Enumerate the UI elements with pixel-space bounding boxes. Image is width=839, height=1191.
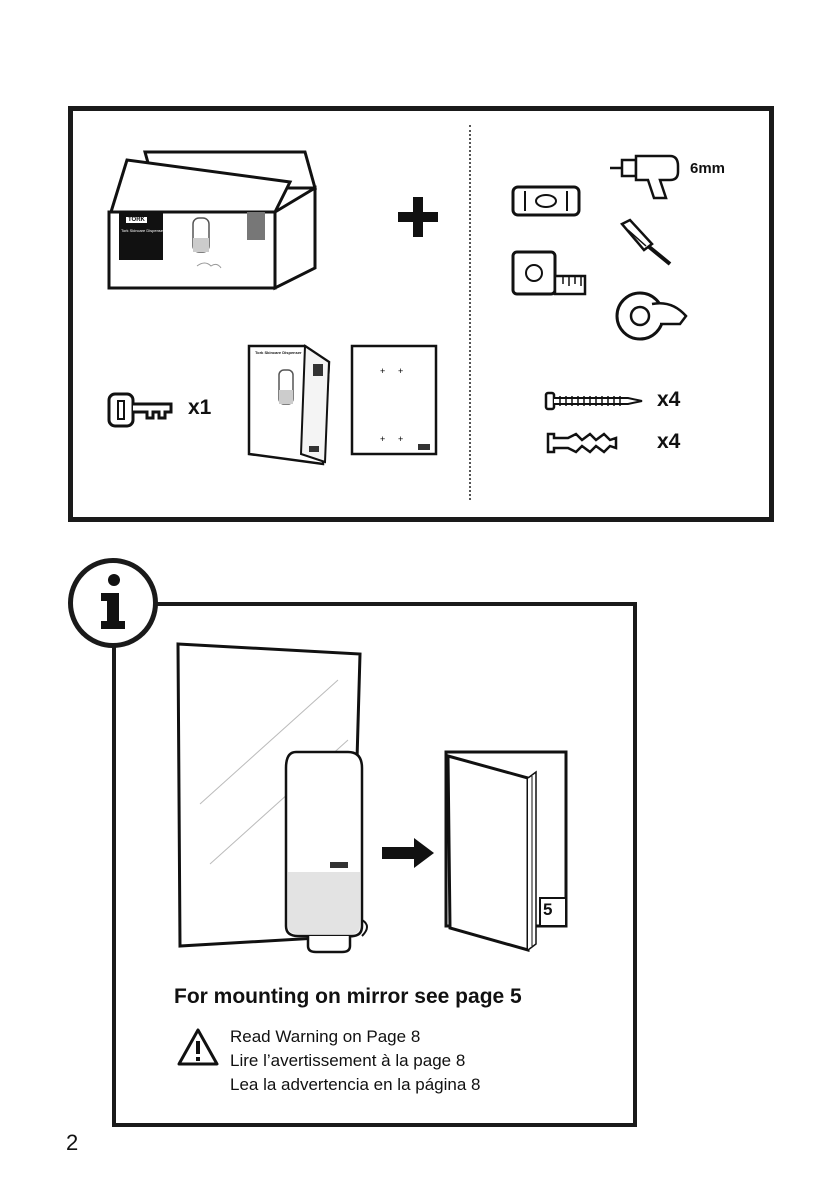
manual-booklet-icon: [245, 342, 335, 467]
plus-icon: [398, 197, 438, 237]
booklet-page-illustration: [444, 750, 570, 955]
svg-text:+: +: [380, 366, 385, 376]
box-brand-label: TORK: [126, 217, 147, 223]
manual-title: Tork Skincare Dispenser: [255, 350, 302, 355]
info-icon: [68, 558, 158, 648]
box-product-label: Tork Skincare Dispenser: [121, 228, 164, 233]
svg-text:+: +: [398, 434, 403, 444]
tape-measure-icon: [511, 250, 587, 298]
booklet-page-number: 5: [543, 900, 552, 920]
screwdriver-icon: [618, 218, 676, 270]
key-quantity: x1: [188, 396, 211, 420]
drill-icon: [608, 152, 683, 202]
drilling-template-icon: + + + +: [350, 344, 438, 456]
page-number: 2: [66, 1130, 78, 1156]
key-icon: [107, 392, 173, 428]
spirit-level-icon: [511, 185, 581, 219]
svg-text:+: +: [380, 434, 385, 444]
plug-quantity: x4: [657, 430, 680, 454]
wall-plug-icon: [546, 430, 620, 456]
drill-bit-size: 6mm: [690, 160, 725, 177]
panel-divider: [469, 125, 471, 500]
dispenser-illustration: [282, 750, 372, 955]
screw-icon: [544, 391, 644, 411]
svg-text:+: +: [398, 366, 403, 376]
screw-quantity: x4: [657, 388, 680, 412]
mirror-mounting-heading: For mounting on mirror see page 5: [174, 985, 522, 1009]
right-arrow-icon: [382, 836, 436, 870]
warning-text-fr: Lire l’avertissement à la page 8: [230, 1051, 465, 1071]
warning-text-es: Lea la advertencia en la página 8: [230, 1075, 480, 1095]
tape-roll-icon: [614, 290, 690, 342]
warning-text-en: Read Warning on Page 8: [230, 1027, 420, 1047]
warning-triangle-icon: [176, 1027, 220, 1067]
